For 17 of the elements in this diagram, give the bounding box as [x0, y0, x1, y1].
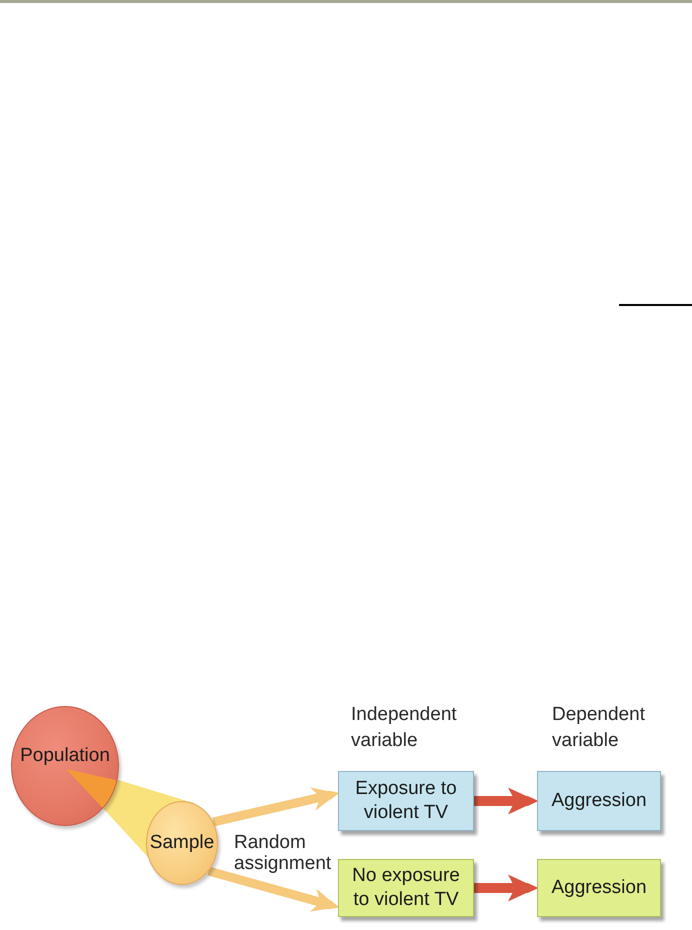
node-label: Aggression [551, 876, 647, 900]
variable-box [338, 771, 474, 831]
arrow [474, 788, 537, 814]
node-label: No exposure to violent TV [351, 864, 461, 912]
variable-box [537, 859, 661, 917]
column-header: Independent variable [351, 703, 458, 753]
annotation-text: Random assignment [234, 832, 332, 874]
column-header: Dependent variable [552, 703, 646, 753]
variable-box [338, 859, 474, 917]
node-label: Exposure to violent TV [354, 777, 458, 825]
node-label: Sample [150, 832, 214, 854]
arrow [208, 866, 340, 912]
arrow [212, 787, 340, 826]
node-label: Aggression [551, 789, 647, 813]
node-label: Population [20, 745, 110, 767]
variable-box [537, 771, 661, 831]
arrow [474, 874, 537, 902]
